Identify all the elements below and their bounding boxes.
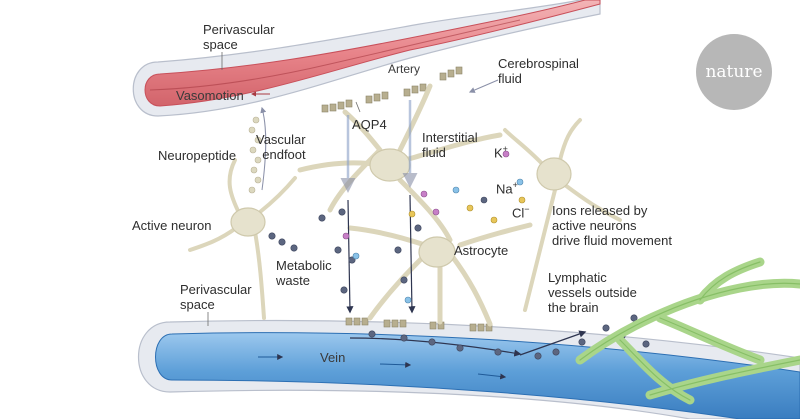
- label-lymphatic-vessels: Lymphatic vessels outside the brain: [548, 270, 637, 315]
- nature-logo-text: nature: [705, 62, 763, 82]
- aqp4-channels-vein: [345, 317, 493, 332]
- ion-label-chloride: Cl−: [512, 204, 530, 221]
- label-cerebrospinal-fluid: Cerebrospinal fluid: [498, 56, 579, 86]
- label-artery: Artery: [388, 62, 421, 76]
- astrocyte-lower: [347, 222, 533, 327]
- vein-flow-arrow-2: [379, 361, 412, 368]
- lymphatic-outflow-arrow: [519, 330, 587, 356]
- artery-vessel: [144, 0, 601, 107]
- csf-label-arrow: [468, 79, 499, 93]
- waste-particles: [268, 208, 650, 360]
- label-perivascular-space-top: Perivascular space: [203, 22, 275, 52]
- ion-label-potassium: K+: [494, 144, 508, 161]
- label-vasomotion: Vasomotion: [176, 88, 244, 103]
- label-astrocyte: Astrocyte: [454, 243, 509, 258]
- vein-flow-arrow-3: [477, 373, 507, 380]
- ion-label-sodium: Na+: [496, 180, 518, 197]
- label-vascular-endfoot: Vascular endfoot: [256, 132, 306, 162]
- neuropeptide-dots: [248, 116, 262, 194]
- neuropeptide-arrow: [260, 106, 267, 191]
- label-active-neuron: Active neuron: [132, 218, 212, 233]
- ion-particles: [342, 150, 526, 304]
- active-neuron-right: [503, 118, 622, 312]
- label-metabolic-waste: Metabolic waste: [276, 258, 332, 288]
- aqp4-channels-artery: [321, 66, 463, 113]
- artery-flow-line: [149, 19, 521, 91]
- waste-flow-arrow-1: [346, 199, 354, 314]
- label-vein: Vein: [320, 350, 346, 365]
- label-interstitial-fluid: Interstitial fluid: [422, 130, 478, 160]
- lymphatic-vessels-inner: [579, 261, 800, 401]
- label-aqp4: AQP4: [352, 117, 387, 132]
- label-ions-note: Ions released by active neurons drive fl…: [552, 203, 672, 248]
- aqp4-leader: [355, 101, 361, 113]
- nature-logo: nature: [696, 34, 772, 110]
- active-neuron-left: [188, 158, 297, 320]
- label-perivascular-space-bottom: Perivascular space: [180, 282, 252, 312]
- label-neuropeptide: Neuropeptide: [158, 148, 237, 163]
